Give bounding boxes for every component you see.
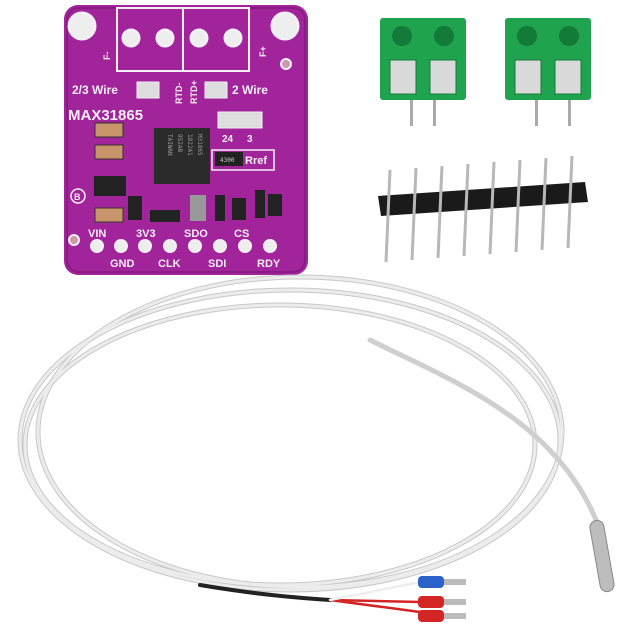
pin-label-cs: CS xyxy=(234,228,249,240)
label-f-minus: F- xyxy=(102,52,112,61)
pin-header xyxy=(378,155,588,263)
pin-label-rdy: RDY xyxy=(257,258,281,270)
label-rref: Rref xyxy=(245,155,267,167)
label-rtd-plus: RTD+ xyxy=(189,80,199,104)
pin-label-sdi: SDI xyxy=(208,258,226,270)
svg-text:1822A1: 1822A1 xyxy=(186,134,193,156)
pin-label-sdo: SDO xyxy=(184,228,208,240)
rtd-pads xyxy=(121,28,243,48)
svg-text:952AB: 952AB xyxy=(176,134,183,152)
rref-resistor xyxy=(215,152,243,166)
pin-label-3v3: 3V3 xyxy=(136,228,156,240)
terminal-block xyxy=(505,18,591,126)
label-2-3-wire: 2/3 Wire xyxy=(72,83,118,97)
pin-label-clk: CLK xyxy=(158,258,181,270)
spade-terminals xyxy=(418,576,466,622)
pin-label-gnd: GND xyxy=(110,258,135,270)
label-2-wire: 2 Wire xyxy=(232,83,268,97)
label-f-plus: F+ xyxy=(258,46,268,57)
svg-text:M31865: M31865 xyxy=(196,134,203,156)
svg-text:4300: 4300 xyxy=(220,157,235,164)
mount-hole xyxy=(270,11,300,41)
probe-tip xyxy=(589,519,615,593)
pin-label-vin: VIN xyxy=(88,228,106,240)
pt100-cable xyxy=(17,274,603,614)
label-3: 3 xyxy=(247,134,253,145)
board-title: MAX31865 xyxy=(68,107,143,124)
mount-hole xyxy=(67,11,97,41)
label-rtd-minus: RTD- xyxy=(174,83,184,105)
svg-text:TAIWAN: TAIWAN xyxy=(166,134,173,156)
terminal-block xyxy=(380,18,466,126)
header-pads xyxy=(90,239,277,253)
label-24: 24 xyxy=(222,134,234,145)
max31865-board: F- F+ 2/3 Wire 2 Wire MAX31865 RTD- RTD+… xyxy=(64,5,308,275)
max31865-chip: M31865 1822A1 952AB TAIWAN xyxy=(154,128,210,184)
label-b: B xyxy=(74,192,81,202)
